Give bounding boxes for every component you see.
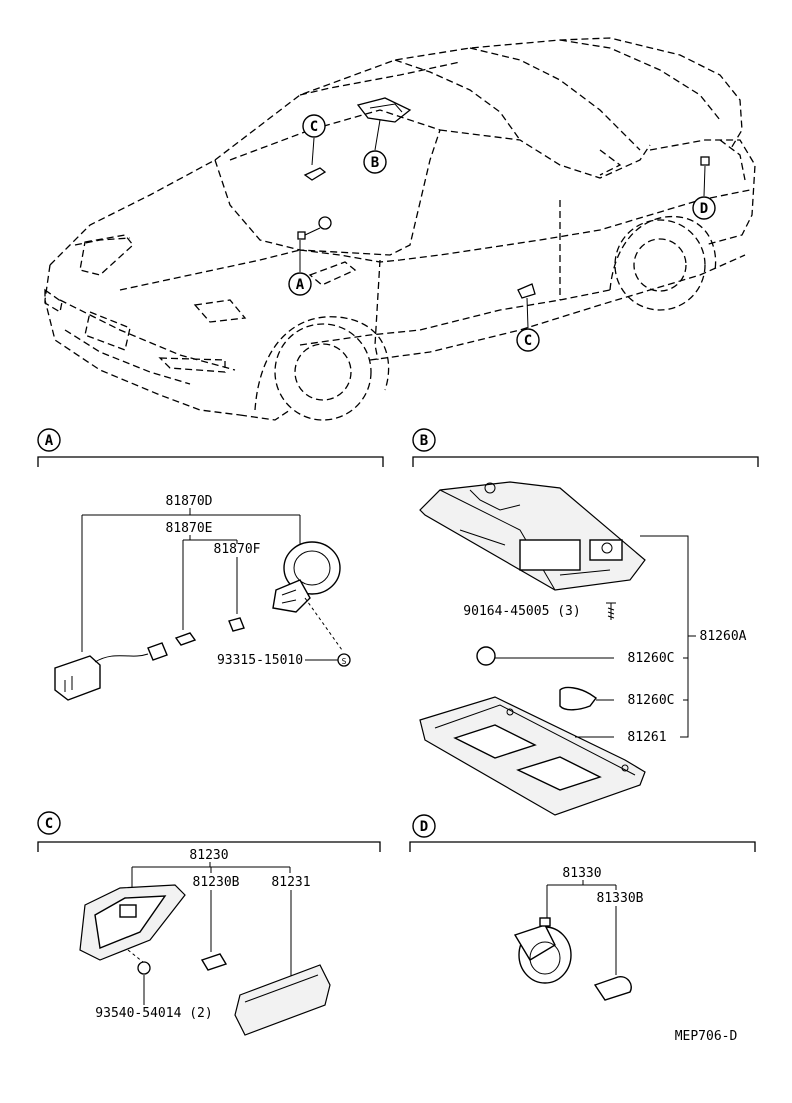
diagram-code: MEP706-D [675, 1029, 738, 1044]
part-81230[interactable]: 81230 [189, 848, 228, 863]
part-81870f[interactable]: 81870F [214, 542, 261, 557]
part-81260a[interactable]: 81260A [700, 629, 747, 644]
callout-c-upper[interactable] [302, 114, 326, 138]
part-81231[interactable]: 81231 [271, 875, 310, 890]
part-81261[interactable]: 81261 [627, 730, 666, 745]
lamp-lens-81261 [419, 696, 646, 816]
section-a-label: A [45, 433, 54, 449]
part-81230b[interactable]: 81230B [193, 875, 240, 890]
bulb-81330b [593, 976, 632, 1001]
section-d-badge [412, 814, 436, 838]
part-81260c-1[interactable]: 81260C [628, 651, 675, 666]
section-d: D 81330 81330B [409, 814, 756, 1001]
callout-c-upper-label: C [310, 119, 318, 135]
section-c-bracket [37, 841, 381, 852]
bulb-81260c-wedge [559, 686, 598, 711]
section-d-bracket [409, 841, 756, 852]
bulb-81260c-round [476, 646, 496, 666]
callout-b[interactable] [363, 150, 387, 174]
part-81260c-2[interactable]: 81260C [628, 693, 675, 708]
car-illustration [44, 37, 756, 421]
callout-b-label: B [371, 155, 379, 171]
part-93540[interactable]: 93540-54014 (2) [95, 1006, 212, 1021]
callout-c-lower[interactable] [516, 328, 540, 352]
interior-lamp-housing [419, 481, 646, 591]
bulb-81870e [174, 632, 197, 646]
part-81870e[interactable]: 81870E [166, 521, 213, 536]
section-b-bracket [412, 456, 759, 467]
section-a-badge [37, 428, 61, 452]
part-90164[interactable]: 90164-45005 (3) [463, 604, 580, 619]
trunk-lamp-socket [513, 917, 572, 984]
part-81870d[interactable]: 81870D [166, 494, 213, 509]
screw-90164 [606, 602, 616, 620]
section-d-label: D [420, 819, 428, 835]
lens-81231 [234, 964, 331, 1036]
callout-d[interactable] [692, 196, 716, 220]
part-93315[interactable]: 93315-15010 [217, 653, 303, 668]
bulb-81230b [200, 953, 228, 971]
section-a: A 81870D 81870E 81870F S 93315-15010 [37, 428, 384, 701]
section-c: C 81230 81230B 81231 93540-54014 (2) [37, 811, 381, 1036]
callout-c-lower-label: C [524, 333, 532, 349]
door-switch-assembly [54, 642, 168, 701]
section-b-label: B [420, 433, 428, 449]
part-81330b[interactable]: 81330B [597, 891, 644, 906]
section-c-label: C [45, 816, 53, 832]
callout-a[interactable] [288, 272, 312, 296]
key-ring-lamp [272, 541, 341, 613]
callout-a-label: A [296, 277, 305, 293]
section-b: B 90164-45005 (3) 81260C 81260C [412, 428, 759, 816]
screw-93540-icon [137, 961, 151, 975]
callout-d-label: D [700, 201, 708, 217]
section-c-badge [37, 811, 61, 835]
courtesy-lamp-housing [79, 884, 186, 961]
car-callouts: C B A C D [288, 114, 716, 352]
section-a-bracket [37, 456, 384, 467]
screw-glyph: S [342, 657, 347, 666]
part-81330[interactable]: 81330 [562, 866, 601, 881]
section-b-badge [412, 428, 436, 452]
bulb-81870f [228, 617, 245, 632]
